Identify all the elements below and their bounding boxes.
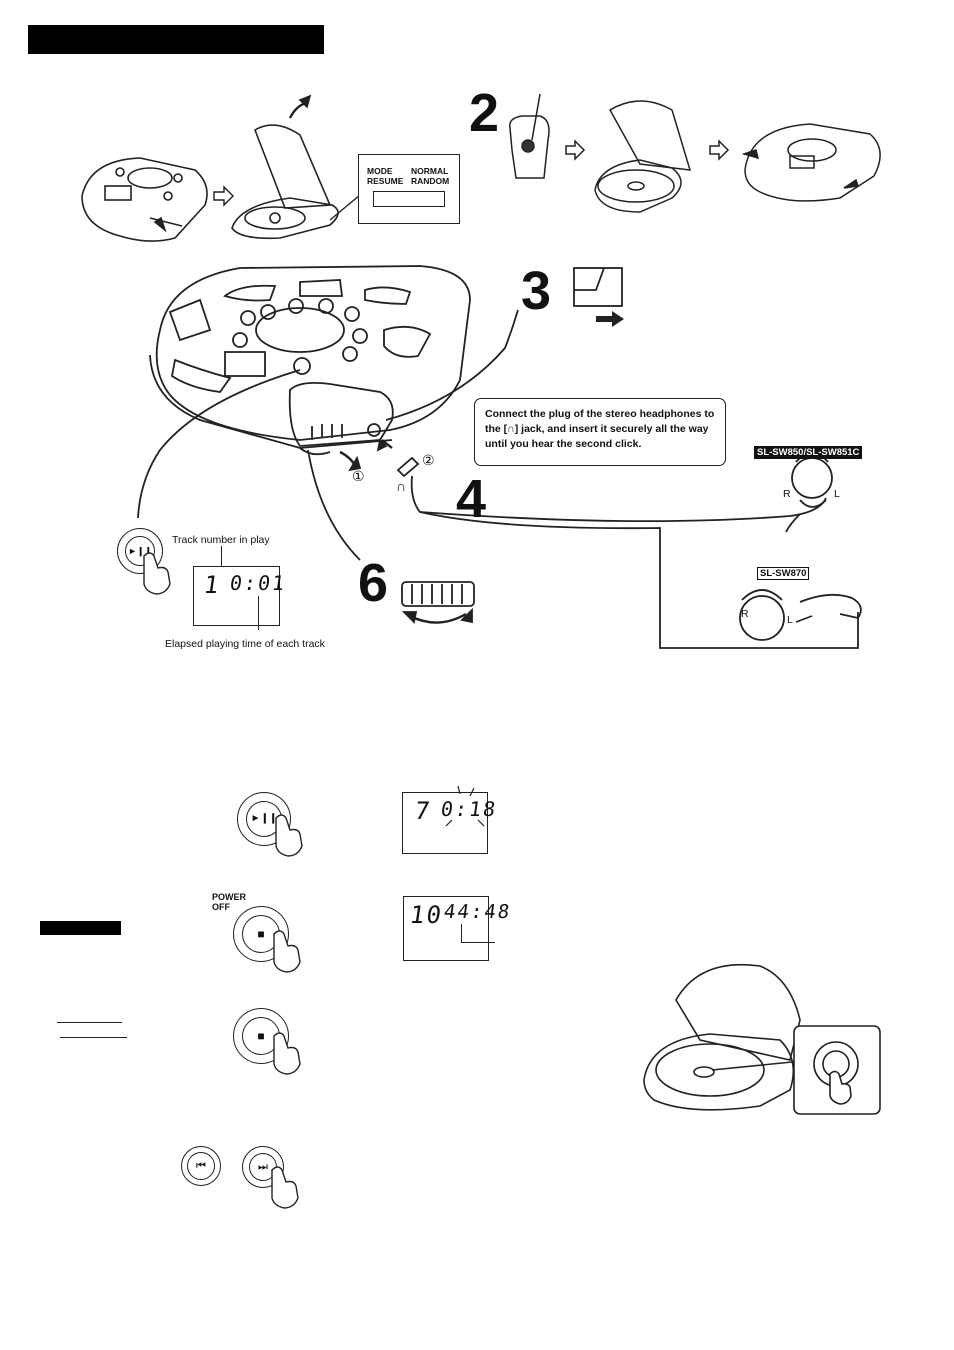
skip-back-button[interactable]: ⏮ [181,1146,221,1186]
model-tag-sw850: SL-SW850/SL-SW851C [754,446,863,459]
track-caption-leader [221,546,222,566]
elapsed-time-caption: Elapsed playing time of each track [165,638,325,650]
right-channel-label-b: R [741,608,749,620]
player-open-illustration [81,93,881,242]
random-label: RANDOM [411,176,450,186]
skip-back-icon: ⏮ [187,1152,215,1180]
section-header-bar [28,25,324,54]
play-pause-icon: ►❙❙ [125,536,155,566]
right-channel-label-a: R [783,488,791,500]
pause-lcd-display: 7 0:18 [402,792,499,854]
headphone-jack-icon: ∩ [396,478,407,494]
elapsed-caption-leader [258,596,259,630]
step-number-6: 6 [358,553,389,613]
stop-display-leader-h [461,942,495,943]
marker-one: ① [352,468,365,484]
rule-line-2 [60,1037,127,1038]
track-number-caption: Track number in play [172,534,270,546]
step-number-3: 3 [521,261,552,321]
power-off-label: POWER OFF [212,892,247,912]
player-main-illustration [137,265,862,649]
left-channel-label-a: L [834,488,840,500]
step-number-4: 4 [456,469,487,529]
play-lcd-display: 1 0:01 [193,566,288,626]
play-pause-button-main[interactable]: ►❙❙ [117,528,163,574]
rule-line-1 [57,1022,122,1023]
mode-switch-panel: MODE RESUME NORMAL RANDOM [358,154,460,224]
stop-lcd-display: 10 44:48 [403,896,513,961]
stop-display-leader-v [461,924,462,942]
left-channel-label-b: L [787,614,793,626]
section-subheader-bar [40,921,121,935]
mode-label: MODE [367,166,393,176]
step-number-2: 2 [469,83,500,143]
marker-two: ② [422,452,435,468]
resume-label: RESUME [367,176,404,186]
model-tag-sw870: SL-SW870 [757,567,810,580]
mode-slide-switch[interactable] [373,191,445,207]
normal-label: NORMAL [411,166,449,176]
headphone-connection-callout: Connect the plug of the stereo headphone… [474,398,726,466]
